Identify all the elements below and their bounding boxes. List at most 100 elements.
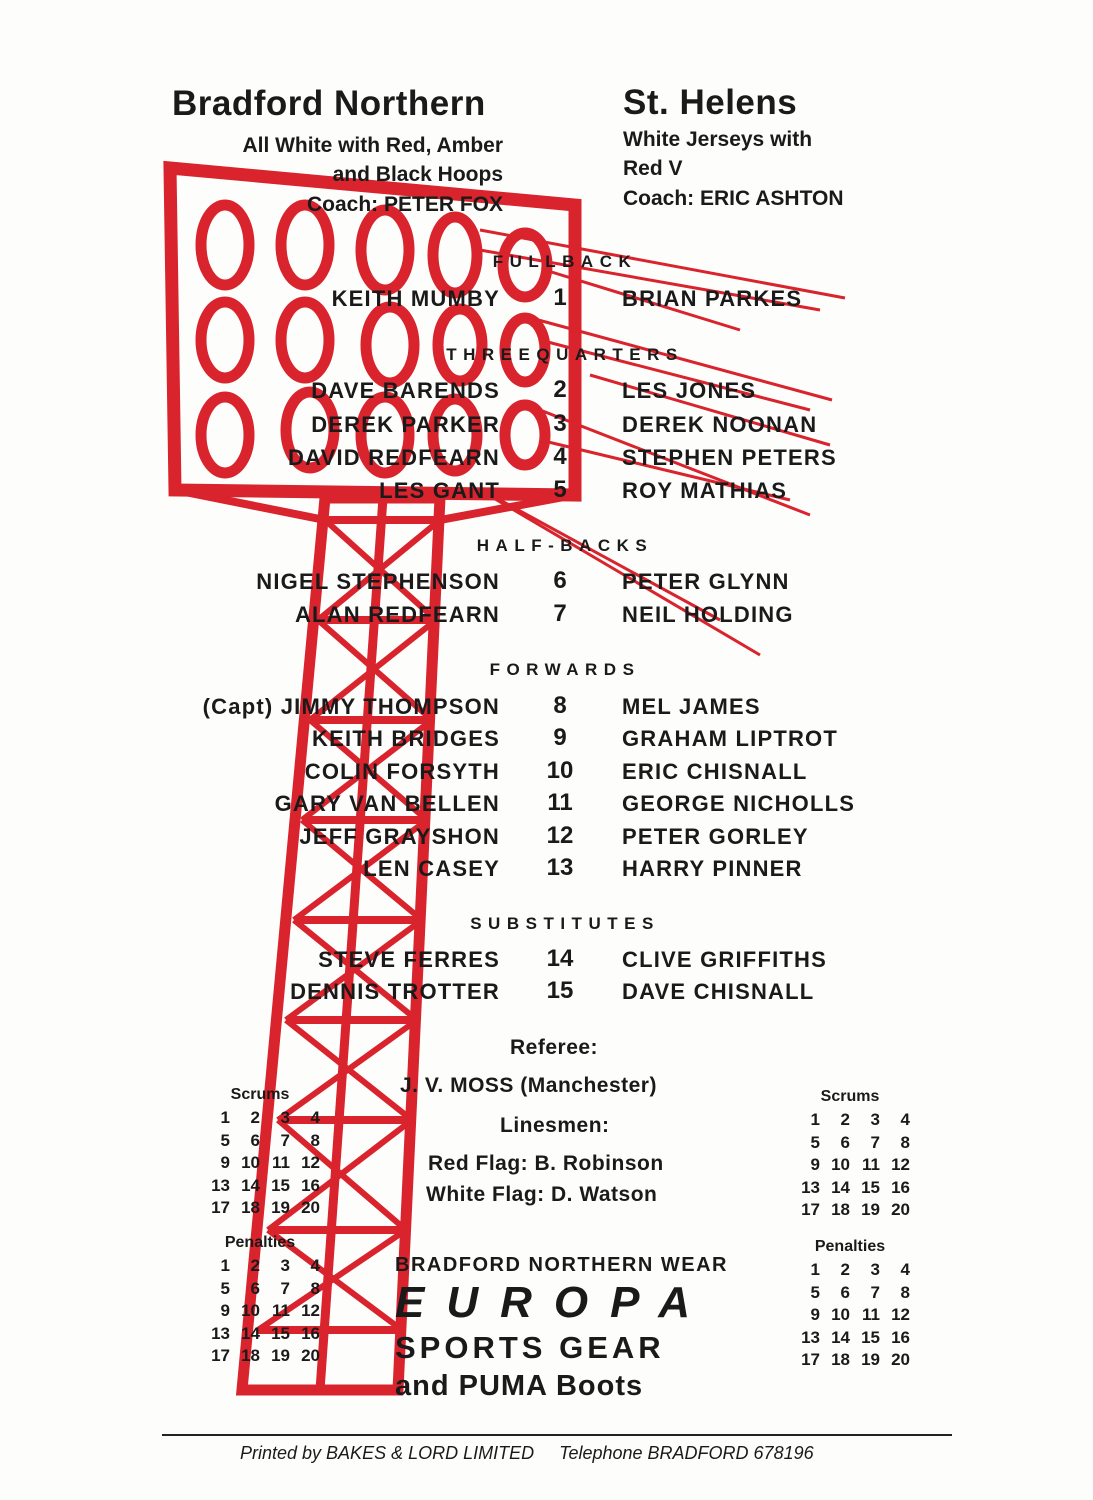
tally-number[interactable]: 10 bbox=[241, 1153, 260, 1172]
tally-number[interactable]: 1 bbox=[220, 1256, 230, 1275]
tally-number[interactable]: 16 bbox=[301, 1175, 320, 1195]
tally-number[interactable]: 17 bbox=[211, 1198, 230, 1217]
jersey-number: 4 bbox=[553, 443, 567, 470]
tally-number[interactable]: 11 bbox=[862, 1155, 880, 1174]
tally-number[interactable]: 15 bbox=[861, 1177, 880, 1197]
tally-number[interactable]: 9 bbox=[810, 1155, 820, 1174]
tally-number[interactable]: 19 bbox=[271, 1346, 290, 1365]
tally-number[interactable]: 18 bbox=[241, 1198, 260, 1217]
tally-number[interactable]: 16 bbox=[891, 1177, 910, 1197]
printer-telephone: Telephone BRADFORD 678196 bbox=[559, 1443, 814, 1463]
tally-number[interactable]: 19 bbox=[861, 1350, 880, 1369]
tally-number[interactable]: 4 bbox=[310, 1256, 320, 1275]
tally-number[interactable]: 5 bbox=[810, 1282, 820, 1302]
home-player: KEITH BRIDGES bbox=[312, 726, 500, 751]
tally-number[interactable]: 4 bbox=[900, 1110, 910, 1129]
tally-number[interactable]: 2 bbox=[840, 1110, 850, 1129]
tally-number[interactable]: 1 bbox=[220, 1108, 230, 1127]
tally-number[interactable]: 20 bbox=[301, 1346, 320, 1365]
tally-number[interactable]: 14 bbox=[831, 1177, 850, 1197]
away-player: GEORGE NICHOLLS bbox=[622, 791, 856, 816]
home-player: JEFF GRAYSHON bbox=[299, 824, 500, 849]
tally-number[interactable]: 8 bbox=[310, 1278, 320, 1298]
tally-number[interactable]: 13 bbox=[801, 1327, 820, 1347]
tally-number[interactable]: 5 bbox=[810, 1132, 820, 1152]
tally-row: 13 14 15 16 bbox=[790, 1178, 910, 1201]
tally-number[interactable]: 16 bbox=[301, 1323, 320, 1343]
tally-number[interactable]: 12 bbox=[891, 1155, 910, 1174]
tally-number[interactable]: 12 bbox=[301, 1301, 320, 1320]
tally-number[interactable]: 13 bbox=[211, 1175, 230, 1195]
tally-row: 17 18 19 20 bbox=[790, 1350, 910, 1373]
tally-number[interactable]: 20 bbox=[301, 1198, 320, 1217]
tally-number[interactable]: 5 bbox=[220, 1130, 230, 1150]
tally-number[interactable]: 4 bbox=[900, 1260, 910, 1279]
tally-number[interactable]: 11 bbox=[272, 1153, 290, 1172]
home-player: GARY VAN BELLEN bbox=[274, 791, 500, 816]
home-player: DENNIS TROTTER bbox=[290, 979, 500, 1004]
tally-number[interactable]: 1 bbox=[810, 1260, 820, 1279]
jersey-number: 9 bbox=[553, 724, 567, 751]
tally-number[interactable]: 7 bbox=[280, 1130, 290, 1150]
tally-number[interactable]: 3 bbox=[280, 1256, 290, 1275]
tally-number[interactable]: 2 bbox=[250, 1108, 260, 1127]
away-player: STEPHEN PETERS bbox=[622, 445, 837, 470]
tally-number[interactable]: 8 bbox=[310, 1130, 320, 1150]
tally-number[interactable]: 20 bbox=[891, 1200, 910, 1219]
tally-number[interactable]: 2 bbox=[840, 1260, 850, 1279]
tally-number[interactable]: 7 bbox=[870, 1282, 880, 1302]
jersey-number: 8 bbox=[553, 692, 567, 719]
tally-number[interactable]: 9 bbox=[810, 1305, 820, 1324]
away-player: PETER GLYNN bbox=[622, 569, 790, 594]
tally-number[interactable]: 7 bbox=[280, 1278, 290, 1298]
advert-line1: BRADFORD NORTHERN WEAR bbox=[395, 1254, 728, 1276]
tally-number[interactable]: 9 bbox=[220, 1301, 230, 1320]
tally-number[interactable]: 7 bbox=[870, 1132, 880, 1152]
tally-number[interactable]: 1 bbox=[810, 1110, 820, 1129]
tally-number[interactable]: 18 bbox=[831, 1200, 850, 1219]
tally-number[interactable]: 12 bbox=[891, 1305, 910, 1324]
tally-number[interactable]: 17 bbox=[211, 1346, 230, 1365]
home-player: ALAN REDFEARN bbox=[294, 602, 500, 627]
tally-number[interactable]: 3 bbox=[870, 1110, 880, 1129]
away-player: LES JONES bbox=[622, 378, 757, 403]
tally-number[interactable]: 3 bbox=[280, 1108, 290, 1127]
tally-number[interactable]: 10 bbox=[831, 1305, 850, 1324]
tally-number[interactable]: 12 bbox=[301, 1153, 320, 1172]
tally-number[interactable]: 13 bbox=[801, 1177, 820, 1197]
tally-number[interactable]: 16 bbox=[891, 1327, 910, 1347]
away-colours-line2: Red V bbox=[623, 157, 683, 180]
tally-number[interactable]: 11 bbox=[862, 1305, 880, 1324]
tally-number[interactable]: 6 bbox=[840, 1132, 850, 1152]
tally-number[interactable]: 20 bbox=[891, 1350, 910, 1369]
tally-number[interactable]: 17 bbox=[801, 1350, 820, 1369]
tally-number[interactable]: 19 bbox=[861, 1200, 880, 1219]
tally-number[interactable]: 4 bbox=[310, 1108, 320, 1127]
tally-number[interactable]: 19 bbox=[271, 1198, 290, 1217]
tally-number[interactable]: 18 bbox=[241, 1346, 260, 1365]
tally-number[interactable]: 14 bbox=[241, 1323, 260, 1343]
home-player: KEITH MUMBY bbox=[331, 286, 500, 311]
tally-number[interactable]: 8 bbox=[900, 1282, 910, 1302]
tally-number[interactable]: 10 bbox=[831, 1155, 850, 1174]
tally-number[interactable]: 15 bbox=[271, 1323, 290, 1343]
tally-number[interactable]: 15 bbox=[271, 1175, 290, 1195]
tally-number[interactable]: 3 bbox=[870, 1260, 880, 1279]
tally-number[interactable]: 14 bbox=[831, 1327, 850, 1347]
tally-number[interactable]: 14 bbox=[241, 1175, 260, 1195]
tally-number[interactable]: 13 bbox=[211, 1323, 230, 1343]
tally-number[interactable]: 2 bbox=[250, 1256, 260, 1275]
tally-number[interactable]: 10 bbox=[241, 1301, 260, 1320]
tally-number[interactable]: 15 bbox=[861, 1327, 880, 1347]
tally-number[interactable]: 5 bbox=[220, 1278, 230, 1298]
tally-number[interactable]: 11 bbox=[272, 1301, 290, 1320]
tally-number[interactable]: 9 bbox=[220, 1153, 230, 1172]
tally-number[interactable]: 17 bbox=[801, 1200, 820, 1219]
tally-number[interactable]: 6 bbox=[840, 1282, 850, 1302]
tally-number[interactable]: 8 bbox=[900, 1132, 910, 1152]
tally-number[interactable]: 18 bbox=[831, 1350, 850, 1369]
tally-row: 17 18 19 20 bbox=[790, 1200, 910, 1223]
tally-number[interactable]: 6 bbox=[250, 1130, 260, 1150]
tally-number[interactable]: 6 bbox=[250, 1278, 260, 1298]
